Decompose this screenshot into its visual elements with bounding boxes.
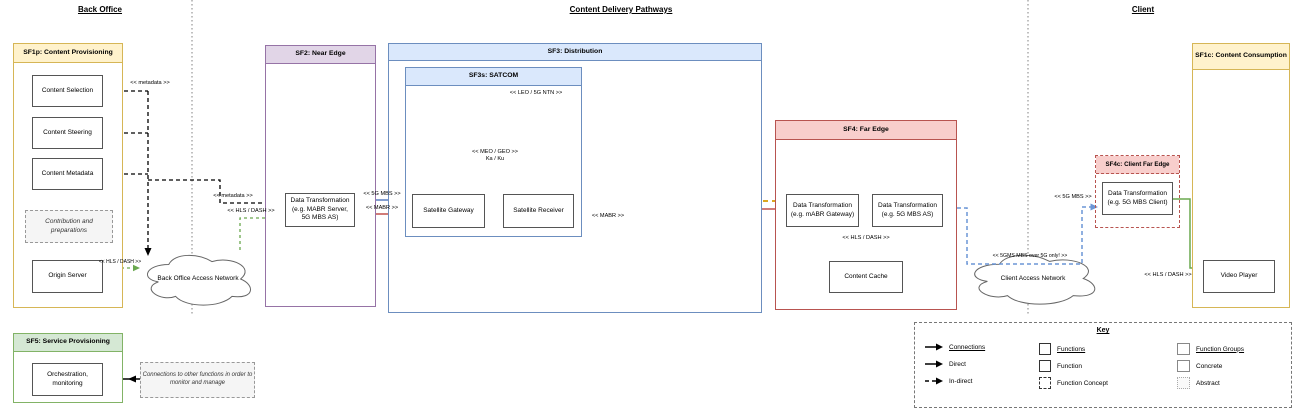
legend-row-function-groups: Function Groups (1177, 343, 1244, 355)
group-sf3s-satcom: SF3s: SATCOM (405, 67, 582, 237)
node-origin-server: Origin Server (32, 260, 103, 293)
legend-title: Key (1096, 327, 1110, 334)
group-sf4c: SF4c: Client Far Edge (1095, 155, 1180, 228)
legend-direct-label: Direct (949, 360, 966, 368)
indirect-arrow-icon (925, 377, 943, 385)
node-satellite-gateway: Satellite Gateway (412, 194, 485, 228)
arrow-orchestration-note (128, 375, 136, 383)
node-video-player: Video Player (1203, 260, 1275, 293)
node-sf4c-dt-client: Data Transformation (e.g. 5G MBS Client) (1102, 182, 1173, 215)
edge-label-5gmbs-client: << 5G MBS >> (1054, 194, 1092, 200)
lane-title-client: Client (1131, 5, 1155, 14)
function-icon (1039, 360, 1051, 372)
legend-function-concept-label: Function Concept (1057, 379, 1108, 387)
legend-function-label: Function (1057, 362, 1082, 370)
edge-metadata-trunk (103, 90, 277, 250)
legend-function-groups-label: Function Groups (1196, 345, 1245, 353)
client-cloud-label: Client Access Network (1000, 274, 1066, 282)
edge-label-meo-geo-line1: << MEO / GEO >> (471, 149, 519, 155)
legend-row-function-concept: Function Concept (1039, 377, 1108, 389)
edge-label-hls-dash-sf2: << HLS / DASH >> (227, 208, 275, 214)
group-sf3s-title: SF3s: SATCOM (406, 68, 581, 86)
node-content-selection: Content Selection (32, 75, 103, 107)
legend: Key Connections Direct In-direct Functio… (914, 322, 1292, 408)
edge-cloud-to-sf2 (239, 217, 277, 250)
node-contribution-preparations: Contribution and preparations (25, 210, 113, 243)
connection-arrow-icon (925, 343, 943, 351)
edge-label-5gms-over-5g: << 5GMS MBS over 5G only! >> (992, 253, 1068, 259)
node-sf4-dt-mabr-gateway: Data Transformation (e.g. mABR Gateway) (786, 194, 859, 227)
edge-label-metadata-sf1p: << metadata >> (130, 80, 170, 86)
legend-row-functions: Functions (1039, 343, 1085, 355)
back-office-cloud (147, 254, 251, 306)
legend-row-function: Function (1039, 360, 1082, 372)
functions-icon (1039, 343, 1051, 355)
legend-row-connections: Connections (925, 343, 985, 351)
node-sf5-note: Connections to other functions in order … (140, 362, 255, 398)
legend-row-abstract: Abstract (1177, 377, 1220, 389)
node-sf4-dt-5gmbs-as: Data Transformation (e.g. 5G MBS AS) (872, 194, 943, 227)
direct-arrow-icon (925, 360, 943, 368)
function-concept-icon (1039, 377, 1051, 389)
group-sf5-title: SF5: Service Provisioning (14, 334, 122, 352)
legend-functions-label: Functions (1057, 345, 1086, 353)
edge-label-mabr-sf4: << MABR >> (591, 213, 625, 219)
arrow-origin-to-cloud (133, 264, 140, 272)
concrete-icon (1177, 360, 1190, 372)
node-content-metadata: Content Metadata (32, 158, 103, 190)
edge-label-meo-geo: << MEO / GEO >> Ka / Ku (472, 149, 518, 164)
edge-label-hls-dash-sf4: << HLS / DASH >> (842, 235, 890, 241)
group-sf1p-title: SF1p: Content Provisioning (14, 44, 122, 63)
group-sf3-title: SF3: Distribution (389, 44, 761, 61)
group-sf2-title: SF2: Near Edge (266, 46, 375, 64)
legend-row-concrete: Concrete (1177, 360, 1222, 372)
back-office-cloud-label: Back Office Access Network (157, 274, 239, 282)
client-cloud (974, 254, 1096, 305)
lane-title-back-office: Back Office (77, 5, 123, 14)
arrow-metadata-to-cloud (144, 248, 152, 256)
edge-label-hls-dash-client: << HLS / DASH >> (1144, 272, 1192, 278)
node-sf2-data-transformation: Data Transformation (e.g. MABR Server, 5… (285, 193, 355, 227)
abstract-icon (1177, 377, 1190, 389)
edge-label-5gmbs-sf2: << 5G MBS >> (363, 191, 401, 197)
edge-label-leo-ntn: << LEO / 5G NTN >> (509, 90, 563, 96)
edge-label-hls-dash-origin: << HLS / DASH >> (98, 259, 142, 265)
function-groups-icon (1177, 343, 1190, 355)
group-sf1c-title: SF1c: Content Consumption (1193, 44, 1289, 70)
edge-label-mabr-sf2: << MABR >> (365, 205, 399, 211)
group-sf4c-title: SF4c: Client Far Edge (1096, 156, 1179, 174)
legend-row-direct: Direct (925, 360, 966, 368)
node-satellite-receiver: Satellite Receiver (503, 194, 574, 228)
node-content-cache: Content Cache (829, 261, 903, 293)
legend-row-indirect: In-direct (925, 377, 972, 385)
legend-connections-label: Connections (949, 343, 986, 351)
edge-label-metadata-sf2: << metadata >> (213, 193, 253, 199)
edge-5gms-over-5g (943, 206, 1092, 265)
node-orchestration-monitoring: Orchestration, monitoring (32, 363, 103, 396)
edge-label-ka-ku: Ka / Ku (485, 156, 505, 163)
group-sf4-title: SF4: Far Edge (776, 121, 956, 140)
arrow-5gms-client (1090, 203, 1098, 211)
legend-abstract-label: Abstract (1196, 379, 1220, 387)
group-sf2: SF2: Near Edge (265, 45, 376, 307)
group-sf3: SF3: Distribution (388, 43, 762, 313)
legend-concrete-label: Concrete (1196, 362, 1223, 370)
legend-indirect-label: In-direct (949, 377, 973, 385)
lane-title-content-delivery: Content Delivery Pathways (569, 5, 673, 14)
node-content-steering: Content Steering (32, 117, 103, 149)
